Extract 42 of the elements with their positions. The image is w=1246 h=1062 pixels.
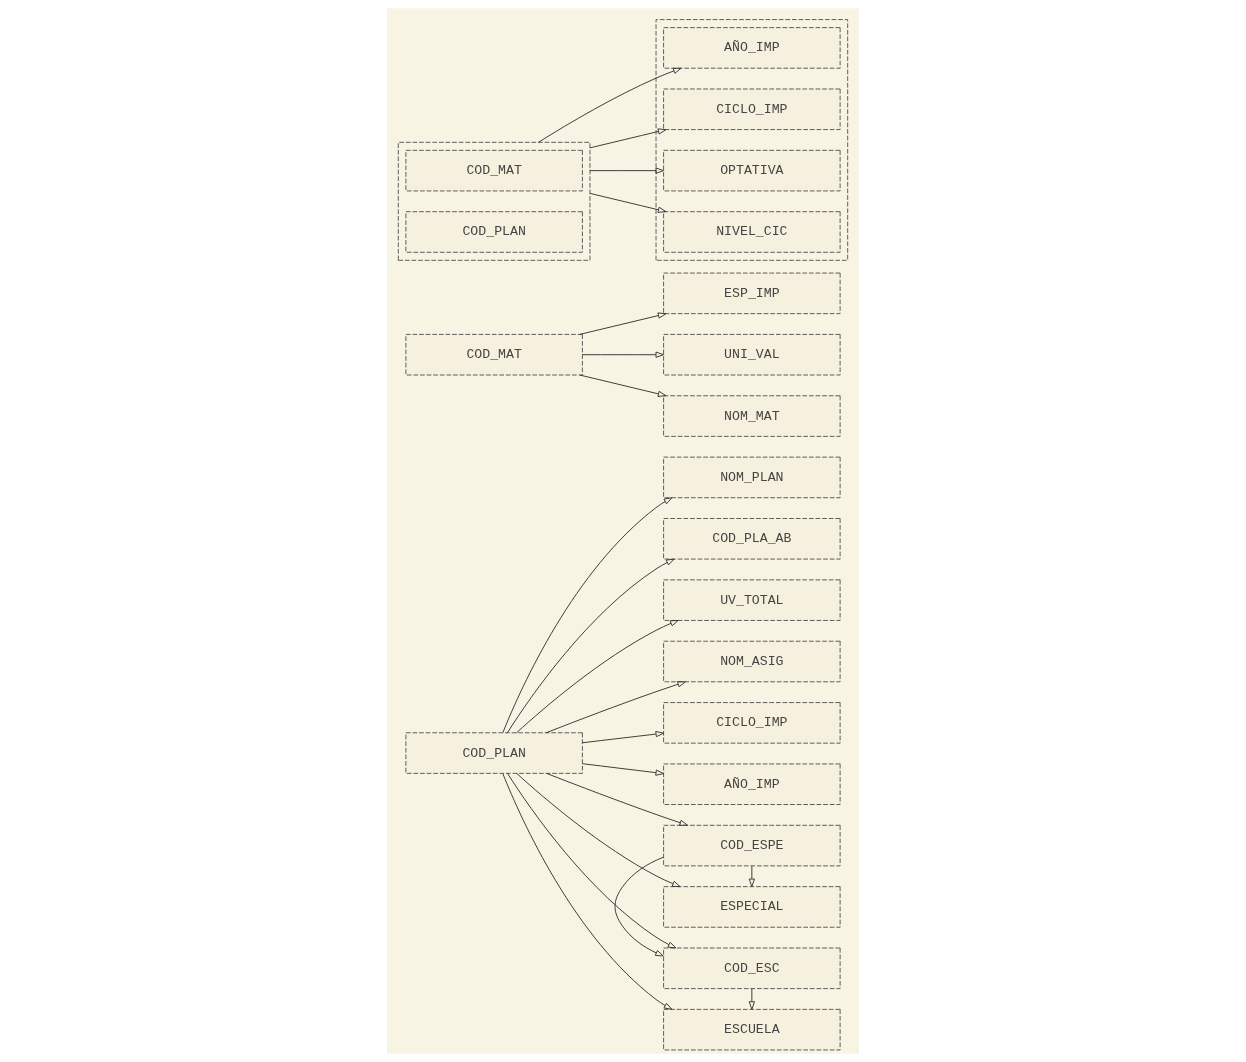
node-box: CICLO_IMP xyxy=(663,88,841,131)
arrow xyxy=(545,681,686,734)
arrow xyxy=(614,856,664,957)
node-box: UNI_VAL xyxy=(663,333,841,376)
cluster xyxy=(397,141,591,261)
arrow xyxy=(579,312,667,335)
arrow xyxy=(581,351,664,358)
node-box: NOM_PLAN xyxy=(663,456,841,499)
node-box: NOM_ASIG xyxy=(663,640,841,683)
node-box: OPTATIVA xyxy=(663,149,841,192)
arrow xyxy=(589,192,667,213)
node-box: ESPECIAL xyxy=(663,886,841,928)
arrow xyxy=(589,128,667,149)
node-box: NIVEL_CIC xyxy=(663,211,841,253)
node-box: UV_TOTAL xyxy=(663,579,841,621)
node-box: COD_PLA_AB xyxy=(663,518,841,560)
arrow xyxy=(579,374,667,397)
arrow xyxy=(538,67,682,143)
node-box: COD_MAT xyxy=(405,333,583,376)
node-box: COD_ESC xyxy=(663,947,841,990)
node-box: CICLO_IMP xyxy=(663,702,841,744)
arrow xyxy=(502,773,673,1010)
arrow xyxy=(507,772,677,949)
arrow xyxy=(748,988,755,1010)
arrow xyxy=(581,763,664,776)
node-box: AÑO_IMP xyxy=(663,27,841,69)
arrow xyxy=(516,773,681,888)
node-box: ESCUELA xyxy=(663,1008,841,1051)
node-box: COD_PLAN xyxy=(405,211,583,253)
arrow xyxy=(516,620,679,734)
arrow xyxy=(589,167,664,174)
arrow xyxy=(506,558,675,734)
arrow xyxy=(581,731,664,744)
arrow xyxy=(546,773,688,826)
node-box: COD_MAT xyxy=(405,149,583,192)
arrow xyxy=(502,497,673,733)
node-box: COD_PLAN xyxy=(405,732,583,774)
node-box: AÑO_IMP xyxy=(663,763,841,805)
arrow xyxy=(748,865,755,888)
node-box: ESP_IMP xyxy=(663,272,841,315)
node-box: NOM_MAT xyxy=(663,395,841,437)
node-box: COD_ESPE xyxy=(663,824,841,867)
